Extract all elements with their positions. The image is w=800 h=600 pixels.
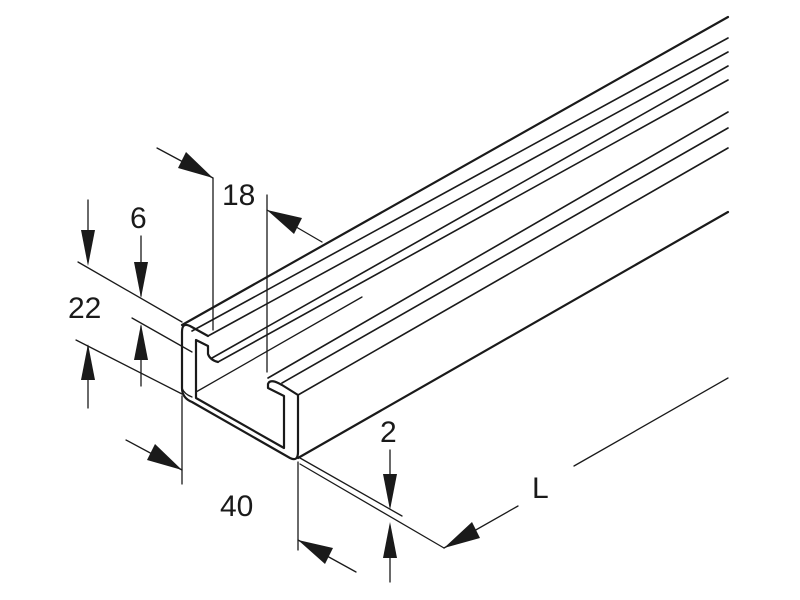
profile-section: [180, 323, 300, 461]
rail-inner-floor: [195, 296, 363, 393]
dimension-lip-height: 6: [77, 202, 193, 387]
dimension-profile-height: 22: [68, 199, 183, 409]
arrow-width-left: [147, 444, 182, 470]
dimension-length: L: [443, 377, 729, 549]
arrow-slot-right: [267, 210, 302, 234]
rail-edge-lip-right-top: [267, 111, 729, 379]
arrow-thickness-bottom: [383, 522, 397, 558]
arrow-thickness-top: [383, 474, 397, 510]
extension-line-height-bottom: [75, 339, 183, 395]
rail-edge-lip-left-inner: [207, 51, 729, 337]
arrow-slot-left: [178, 152, 213, 178]
label-slot-width: 18: [222, 179, 255, 212]
profile-corner-shade: [181, 387, 193, 398]
arrow-width-right: [298, 540, 333, 564]
rail-edge-lip-left-outer: [191, 37, 729, 332]
extension-line-lip-bottom: [131, 317, 193, 353]
arrow-lip-bottom: [134, 324, 148, 360]
label-profile-width: 40: [220, 490, 253, 523]
arrow-length-near: [444, 522, 480, 548]
label-thickness: 2: [380, 416, 397, 449]
label-profile-height: 22: [68, 292, 101, 325]
label-lip-height: 6: [130, 202, 147, 235]
rail-edge-top: [180, 15, 730, 327]
rail-edge-lip-right-inner: [281, 127, 729, 384]
rail-body: [180, 15, 730, 460]
dimension-slot-width: 18: [156, 147, 323, 373]
label-length: L: [532, 472, 549, 505]
rail-edge-slot-left: [217, 79, 729, 363]
arrow-height-top: [81, 230, 95, 266]
dimension-thickness: 2: [299, 416, 445, 583]
dimension-profile-width: 40: [125, 395, 357, 573]
rail-edge-lip-left-bottom: [211, 65, 729, 359]
extension-line-lip-top: [77, 261, 183, 323]
extension-line-thickness-inner: [299, 457, 403, 517]
arrow-height-bottom: [81, 344, 95, 380]
dimension-line-length-far: [573, 377, 729, 467]
arrow-lip-top: [134, 262, 148, 298]
extension-line-thickness-outer: [299, 463, 445, 549]
profile-outline: [180, 323, 300, 461]
rail-edge-lip-right-outer: [297, 147, 729, 396]
rail-edge-bottom: [296, 210, 730, 460]
